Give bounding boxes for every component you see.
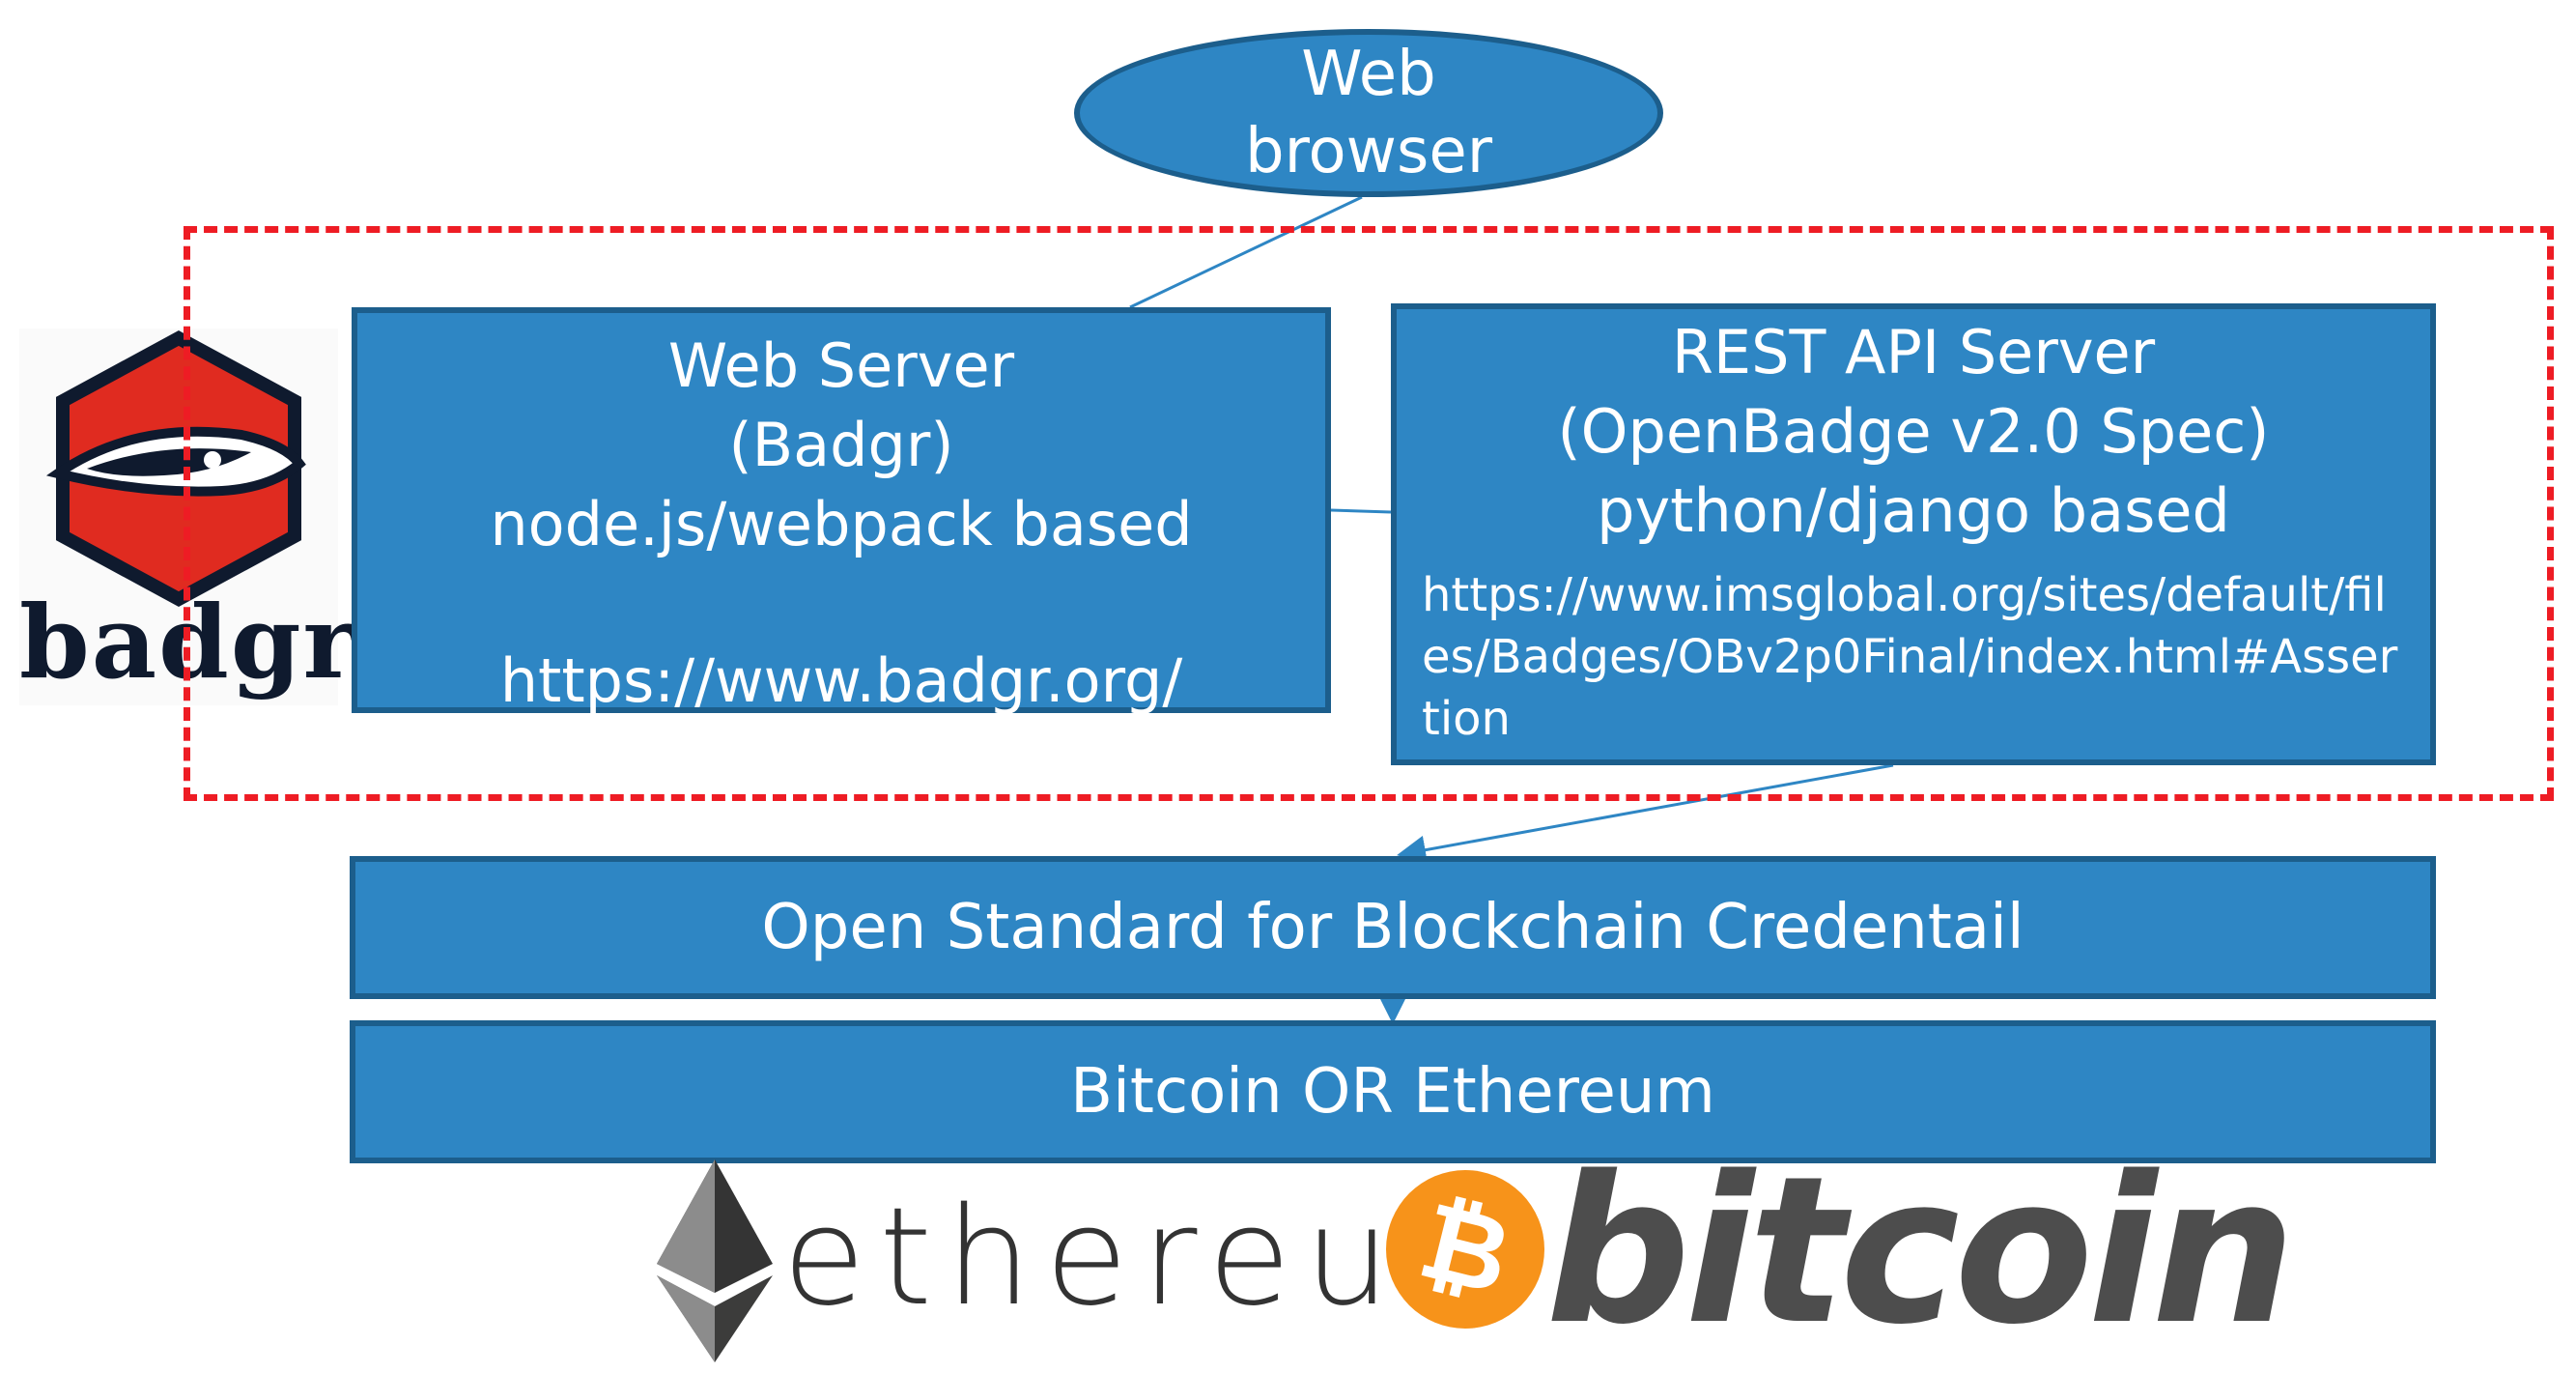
server-group-frame	[184, 226, 2554, 801]
open-standard-layer: Open Standard for Blockchain Credentail	[350, 856, 2436, 999]
web-server-url: https://www.badgr.org/	[499, 645, 1183, 716]
rest-server-title: REST API Server	[1671, 317, 2156, 387]
web-server-box: Web Server (Badgr) node.js/webpack based…	[352, 307, 1331, 716]
blockchain-layer-label: Bitcoin OR Ethereum	[1070, 1056, 1715, 1128]
web-browser-label-line2: browser	[1244, 116, 1493, 187]
rest-api-server-box: REST API Server (OpenBadge v2.0 Spec) py…	[1391, 303, 2436, 765]
rest-server-spec-url: https://www.imsglobal.org/sites/default/…	[1422, 568, 2398, 746]
ethereum-icon	[657, 1159, 773, 1362]
bitcoin-wordmark: bitcoin	[1545, 1132, 2296, 1369]
web-server-name: (Badgr)	[728, 410, 954, 480]
badgr-logo	[19, 329, 338, 705]
web-server-tech: node.js/webpack based	[490, 489, 1193, 559]
web-browser-node: Web browser	[1074, 29, 1663, 197]
rest-server-spec: (OpenBadge v2.0 Spec)	[1557, 396, 2270, 467]
bitcoin-icon: ₿	[1383, 1167, 1547, 1331]
badger-icon	[45, 330, 306, 607]
blockchain-layer: Bitcoin OR Ethereum	[350, 1020, 2436, 1163]
web-server-title: Web Server	[667, 330, 1015, 401]
web-browser-label-line1: Web	[1301, 39, 1436, 110]
rest-server-tech: python/django based	[1597, 475, 2230, 546]
open-standard-label: Open Standard for Blockchain Credentail	[761, 892, 2024, 963]
